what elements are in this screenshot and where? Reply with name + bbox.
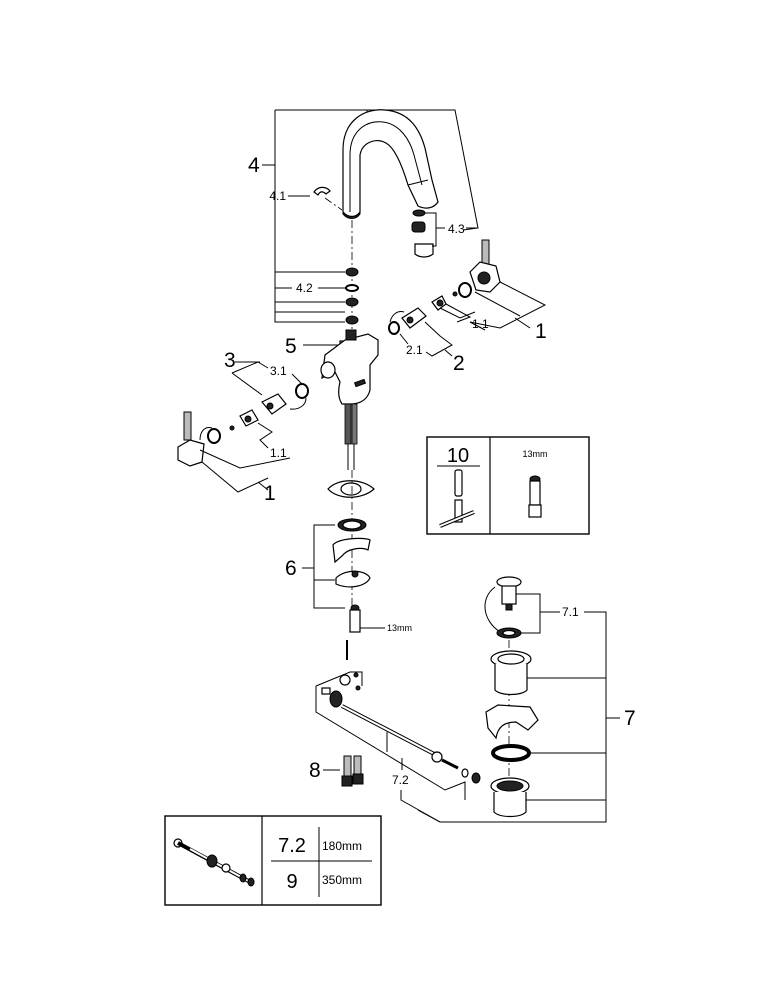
label-8: 8 (309, 759, 321, 782)
label-3-1: 3.1 (270, 364, 287, 378)
leader-4-bracket (274, 110, 345, 323)
t-wrench-icon (439, 469, 475, 528)
left-oring-icon (207, 428, 221, 444)
popup-rod-group: 7.2 (315, 671, 481, 823)
right-oring-icon (458, 282, 472, 298)
right-handle-group: 1.1 1 2.1 2 (388, 239, 547, 375)
tool-box-frame (426, 436, 590, 535)
table-row-1-length: 180mm (322, 839, 362, 853)
popup-plug-stem-icon (501, 585, 517, 605)
tool-wrench-size: 13mm (522, 449, 547, 459)
rod-screw-icon (321, 687, 331, 695)
mounting-gasket-icon (332, 537, 371, 564)
label-2-1: 2.1 (406, 343, 423, 357)
label-4-2: 4.2 (296, 281, 313, 295)
supply-hose-icon (344, 403, 352, 445)
leader-4-spout (275, 109, 479, 231)
right-lever-icon (481, 239, 490, 267)
spout-seal-stack (345, 267, 359, 325)
aerator-insert-icon (411, 221, 426, 233)
label-1-left: 1 (264, 482, 276, 505)
label-1-1-right: 1.1 (472, 317, 489, 331)
label-7: 7 (624, 707, 636, 730)
mounting-bracket-icon (335, 570, 371, 588)
label-7-1: 7.1 (562, 605, 579, 619)
clip-icon (313, 186, 331, 196)
left-cartridge-oring-icon (295, 383, 309, 399)
right-cartridge-oring-icon (388, 321, 400, 335)
aerator-washer-icon (412, 209, 426, 217)
body-side-port-icon (320, 361, 336, 379)
spout-icon (342, 109, 439, 218)
table-row-2-part: 9 (286, 871, 297, 893)
rod-ball-nut-icon (329, 690, 343, 708)
label-1-right: 1 (535, 320, 547, 343)
label-5: 5 (285, 335, 297, 358)
rod-clamp-icon (339, 674, 351, 686)
waste-group: 7.1 7 (417, 576, 636, 823)
spout-assembly-group: 4 4.1 4.3 4.2 (248, 109, 479, 340)
table-row-1-part: 7.2 (278, 835, 306, 857)
left-handle-icon (177, 439, 205, 467)
hose-adapter-group: 8 (309, 755, 364, 787)
label-7-2: 7.2 (392, 773, 409, 787)
hose-adapter-icon (341, 755, 364, 787)
popup-rod-icon (341, 705, 439, 757)
waste-body-upper-icon (490, 650, 532, 696)
mounting-set-group: 6 13mm (285, 470, 412, 660)
label-4: 4 (248, 154, 260, 177)
label-4-3: 4.3 (448, 222, 465, 236)
label-4-1: 4.1 (269, 189, 286, 203)
mixer-body-group: 5 (285, 329, 379, 470)
label-6: 6 (285, 557, 297, 580)
waste-body-lower-icon (490, 777, 530, 818)
threaded-rod-nut-icon (349, 604, 361, 633)
socket-icon (528, 475, 542, 518)
label-3: 3 (224, 349, 236, 372)
tool-part-number: 10 (447, 445, 469, 467)
aerator-housing-icon (414, 243, 434, 258)
label-6-wrench-size: 13mm (387, 623, 412, 633)
popup-rod-thumbnail-icon (173, 838, 255, 887)
left-lever-icon (183, 411, 192, 441)
tool-box[interactable]: 10 13mm (426, 436, 590, 535)
left-cartridge-icon (261, 393, 287, 415)
left-handle-group: 3 3.1 1.1 1 (177, 349, 309, 505)
label-1-1-left: 1.1 (270, 446, 287, 460)
waste-gasket-icon (485, 704, 539, 740)
label-2: 2 (453, 352, 465, 375)
table-row-2-length: 350mm (322, 873, 362, 887)
length-table: 7.2 180mm 9 350mm (164, 815, 382, 906)
right-cartridge-icon (401, 307, 427, 329)
waste-seal-ring-icon (491, 744, 531, 762)
